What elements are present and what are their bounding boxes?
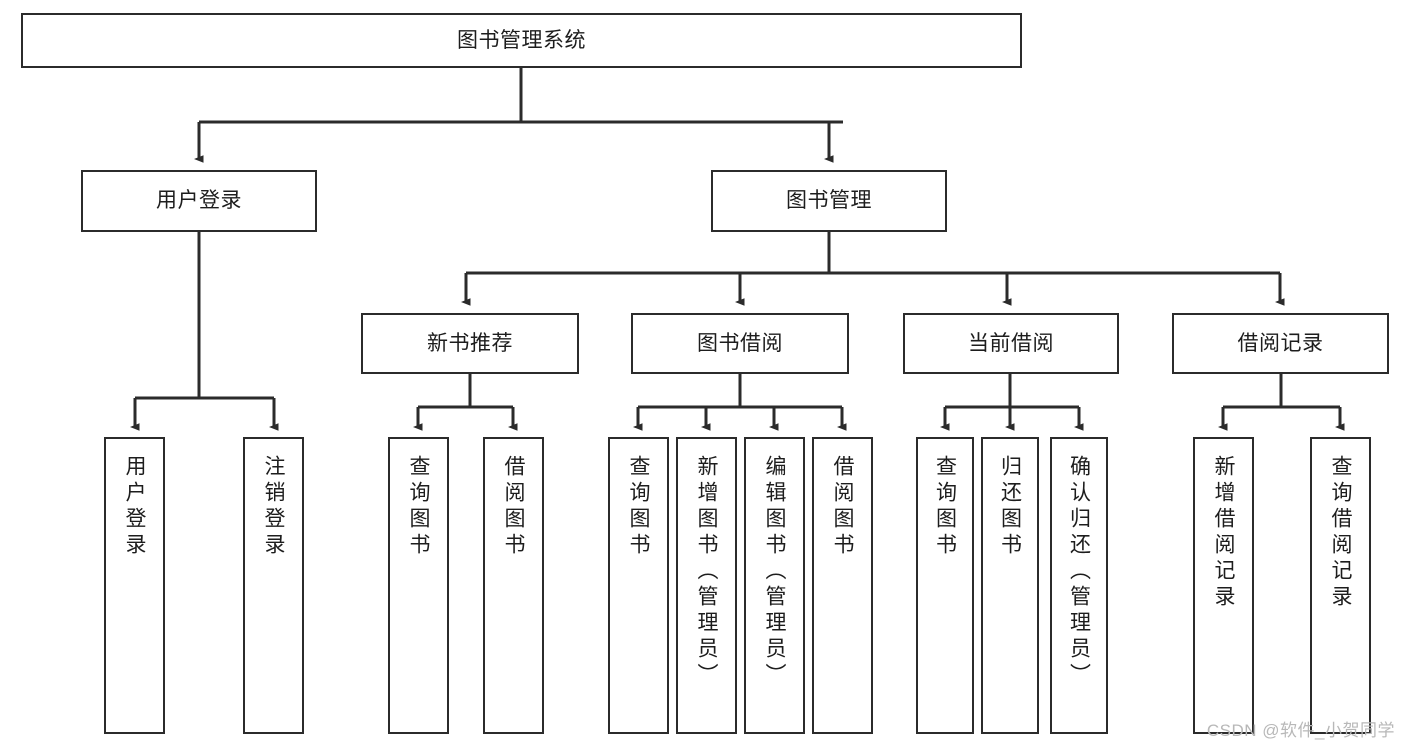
- node-leaf-borrow-book-1-label: 借阅图书: [502, 455, 525, 559]
- node-root-label: 图书管理系统: [457, 28, 586, 52]
- node-leaf-query-book-3-label: 查询图书: [933, 455, 957, 559]
- node-root[interactable]: 图书管理系统: [21, 13, 1022, 68]
- node-leaf-edit-book[interactable]: 编辑图书（管理员）: [744, 437, 805, 734]
- node-borrow-record-label: 借阅记录: [1237, 331, 1324, 355]
- node-leaf-query-record[interactable]: 查询借阅记录: [1310, 437, 1371, 734]
- node-leaf-borrow-book-1[interactable]: 借阅图书: [483, 437, 544, 734]
- node-leaf-query-record-label: 查询借阅记录: [1329, 455, 1352, 611]
- node-leaf-user-logout-label: 注销登录: [262, 455, 285, 559]
- node-book-borrow-label: 图书借阅: [697, 331, 783, 355]
- node-leaf-query-book-1[interactable]: 查询图书: [388, 437, 449, 734]
- node-leaf-user-logout[interactable]: 注销登录: [243, 437, 304, 734]
- node-leaf-add-record[interactable]: 新增借阅记录: [1193, 437, 1254, 734]
- node-leaf-return-book-label: 归还图书: [998, 455, 1022, 559]
- node-current-borrow-label: 当前借阅: [968, 331, 1054, 355]
- node-borrow-record[interactable]: 借阅记录: [1172, 313, 1389, 374]
- node-leaf-query-book-1-label: 查询图书: [407, 455, 430, 559]
- node-leaf-user-login-label: 用户登录: [123, 455, 146, 559]
- node-book-management[interactable]: 图书管理: [711, 170, 947, 232]
- node-leaf-add-book[interactable]: 新增图书（管理员）: [676, 437, 737, 734]
- node-leaf-query-book-2-label: 查询图书: [627, 455, 650, 559]
- node-leaf-query-book-2[interactable]: 查询图书: [608, 437, 669, 734]
- node-leaf-query-book-3[interactable]: 查询图书: [916, 437, 974, 734]
- node-leaf-borrow-book-2[interactable]: 借阅图书: [812, 437, 873, 734]
- node-leaf-borrow-book-2-label: 借阅图书: [831, 455, 854, 559]
- csdn-watermark: CSDN @软件_小贺同学: [1206, 721, 1395, 740]
- node-user-login-label: 用户登录: [156, 189, 242, 213]
- node-leaf-user-login[interactable]: 用户登录: [104, 437, 165, 734]
- node-current-borrow[interactable]: 当前借阅: [903, 313, 1119, 374]
- node-book-borrow[interactable]: 图书借阅: [631, 313, 849, 374]
- node-leaf-add-record-label: 新增借阅记录: [1212, 455, 1235, 611]
- node-leaf-confirm-return-label: 确认归还（管理员）: [1067, 455, 1091, 689]
- node-user-login[interactable]: 用户登录: [81, 170, 317, 232]
- node-new-book-recommend-label: 新书推荐: [427, 331, 513, 355]
- node-leaf-add-book-label: 新增图书（管理员）: [695, 455, 718, 689]
- node-book-management-label: 图书管理: [786, 189, 872, 213]
- node-leaf-confirm-return[interactable]: 确认归还（管理员）: [1050, 437, 1108, 734]
- node-leaf-return-book[interactable]: 归还图书: [981, 437, 1039, 734]
- node-new-book-recommend[interactable]: 新书推荐: [361, 313, 579, 374]
- node-leaf-edit-book-label: 编辑图书（管理员）: [763, 455, 786, 689]
